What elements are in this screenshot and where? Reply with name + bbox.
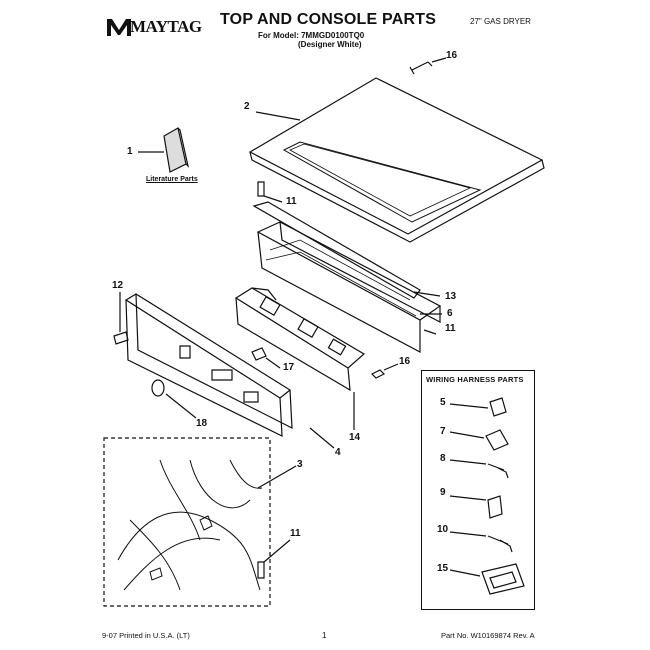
literature-parts-label: Literature Parts	[146, 176, 198, 183]
wiring-harness-title: WIRING HARNESS PARTS	[426, 375, 524, 384]
footer-page-number: 1	[322, 631, 327, 640]
maytag-m-mark	[107, 19, 131, 36]
part-14-control-board	[236, 288, 364, 390]
part-16-screw-bottom	[372, 370, 384, 378]
leader-17	[266, 358, 280, 368]
callout-4: 4	[335, 447, 341, 458]
callout-11-mid: 11	[445, 323, 456, 334]
callout-11-upper: 11	[286, 196, 297, 207]
part-13-bracket	[254, 202, 420, 298]
leader-3	[258, 466, 296, 488]
page-title: TOP AND CONSOLE PARTS	[220, 11, 437, 28]
brand-wordmark: MAYTAG	[130, 17, 202, 36]
part-16-screw-top	[410, 62, 432, 74]
leader-13	[414, 292, 440, 296]
leader-4	[310, 428, 334, 448]
part-6-console-frame	[258, 222, 440, 352]
leader-11-upper	[264, 196, 282, 202]
model-number: For Model: 7MMGD0100TQ0	[258, 31, 365, 40]
leader-11-lower	[264, 540, 290, 562]
harness-part-8	[450, 460, 508, 478]
part-1-literature	[164, 128, 188, 172]
harness-part-5	[450, 398, 506, 416]
part-4-console-panel	[126, 294, 292, 436]
harness-part-9	[450, 496, 502, 518]
callout-13: 13	[445, 291, 457, 302]
callout-1: 1	[127, 146, 133, 157]
callout-11-lower: 11	[290, 528, 301, 539]
part-3-wiring-harness	[118, 460, 262, 590]
callout-17: 17	[283, 362, 295, 373]
part-11-screw-upper	[258, 182, 264, 196]
harness-part-7	[450, 430, 508, 450]
part-11-screw-mid	[424, 330, 436, 334]
harness-callout-5: 5	[440, 397, 446, 408]
harness-callout-7: 7	[440, 426, 446, 437]
model-color: (Designer White)	[298, 40, 362, 49]
footer-print-info: 9-07 Printed in U.S.A. (LT)	[102, 631, 190, 640]
part-18-knob	[152, 380, 164, 396]
part-11-screw-lower	[258, 562, 264, 578]
dryer-type: 27" GAS DRYER	[470, 17, 531, 26]
leader-16-bottom	[384, 364, 398, 370]
maytag-logo: MAYTAG	[106, 14, 204, 40]
part-2-top-panel	[250, 78, 544, 242]
leader-18	[166, 394, 196, 418]
harness-part-15	[450, 564, 524, 594]
callout-6: 6	[447, 308, 453, 319]
part-12	[114, 332, 128, 344]
harness-callout-9: 9	[440, 487, 446, 498]
footer-part-number: Part No. W10169874 Rev. A	[441, 631, 535, 640]
harness-callout-15: 15	[437, 563, 449, 574]
leader-16-top	[432, 58, 446, 62]
callout-16-bottom: 16	[399, 356, 411, 367]
harness-callout-10: 10	[437, 524, 449, 535]
callout-3: 3	[297, 459, 303, 470]
harness-part-10	[450, 532, 512, 552]
callout-2: 2	[244, 101, 250, 112]
callout-14: 14	[349, 432, 361, 443]
leader-2	[256, 112, 300, 120]
harness-callout-8: 8	[440, 453, 446, 464]
callout-12: 12	[112, 280, 124, 291]
wiring-harness-parts-box	[421, 370, 535, 610]
callout-16-top: 16	[446, 50, 458, 61]
part-17	[252, 348, 266, 360]
harness-dashed-box	[104, 438, 270, 606]
callout-18: 18	[196, 418, 208, 429]
